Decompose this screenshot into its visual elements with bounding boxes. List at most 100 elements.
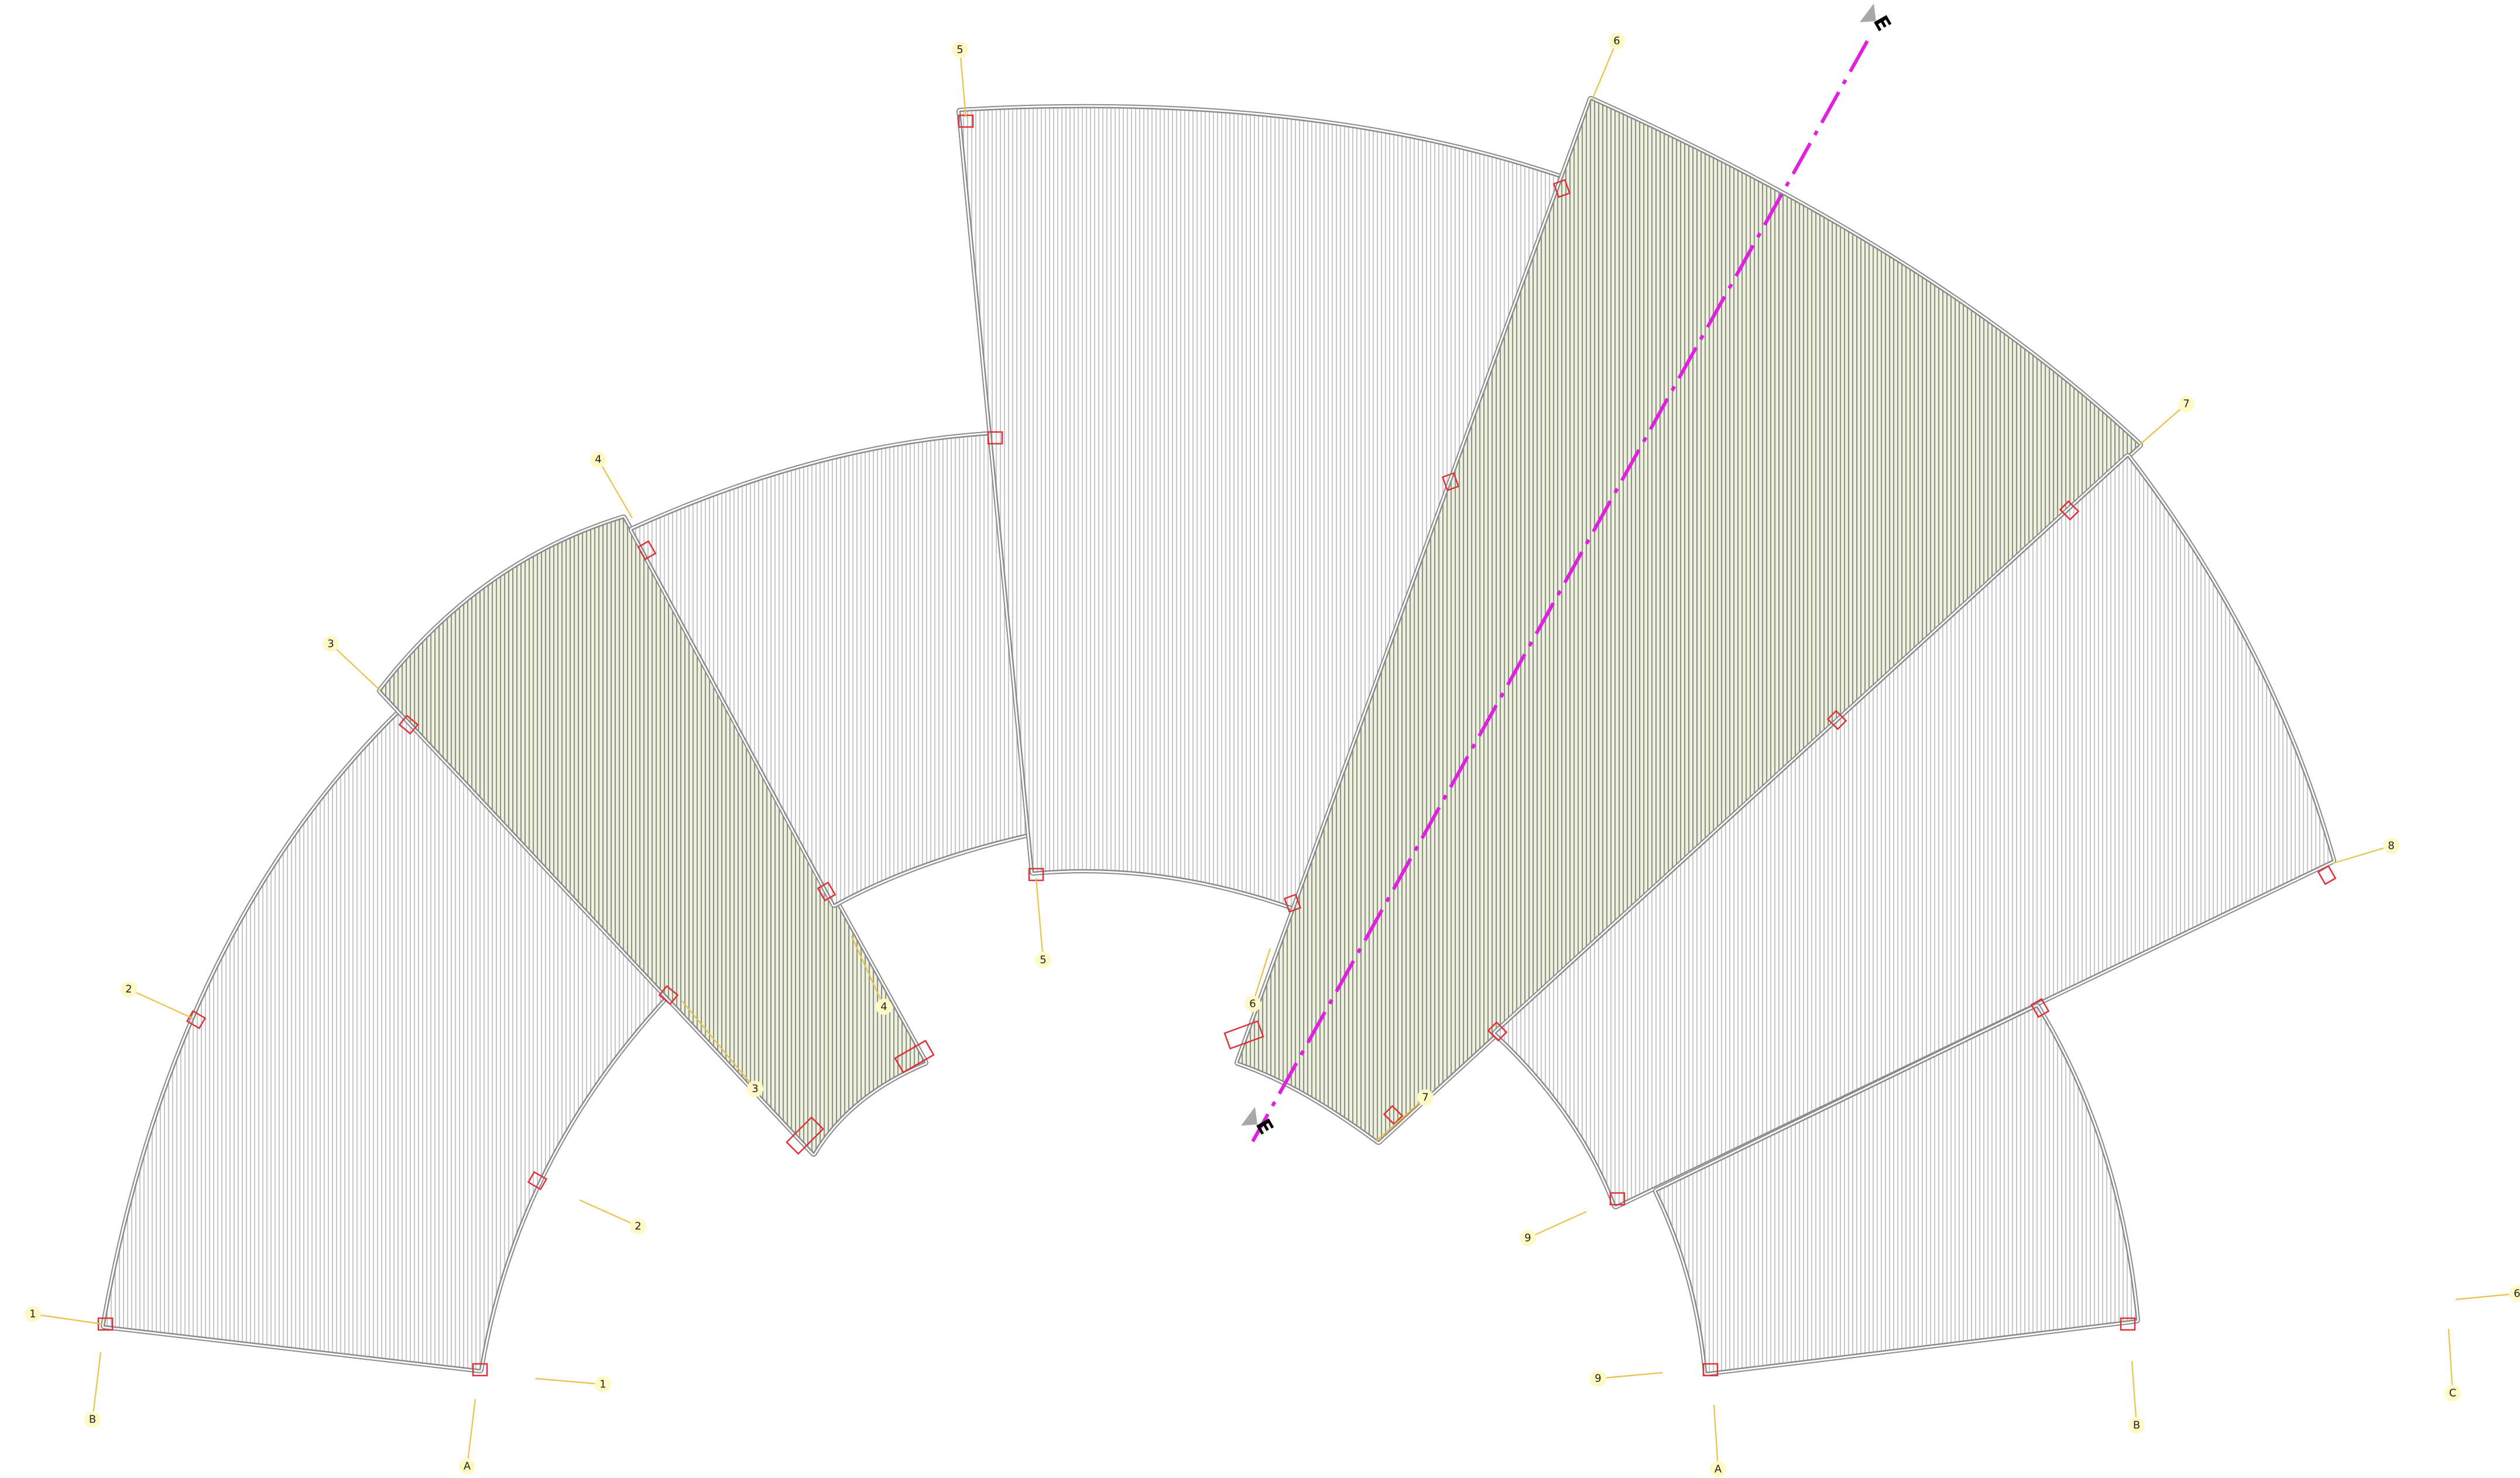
panel-1 [101, 699, 671, 1373]
bubble-label: A [1715, 1463, 1722, 1476]
grid-bubble: 8 [2332, 838, 2399, 865]
leader-line [598, 459, 633, 519]
panel-2 [377, 515, 928, 1157]
panel-7 [1653, 1003, 2140, 1376]
support-marker [1609, 1192, 1626, 1206]
section-arrow [1860, 4, 1876, 22]
leader-line [2455, 1292, 2518, 1301]
bubble-label: 4 [595, 454, 601, 466]
bubble-circle [1710, 1461, 1726, 1477]
bubble-label: C [2449, 1387, 2457, 1400]
grid-bubble: 1 [535, 1376, 611, 1393]
bubble-label: B [2133, 1419, 2140, 1432]
bubble-label: 1 [29, 1308, 36, 1321]
leader-line [466, 1398, 476, 1467]
leader-line [1591, 40, 1618, 100]
bubble-circle [1035, 952, 1051, 968]
bubble-label: 5 [1040, 954, 1046, 966]
support-marker [527, 1171, 548, 1191]
support-marker [1702, 1363, 1719, 1377]
leader-line [32, 1313, 103, 1325]
grid-bubble: 4 [851, 936, 892, 1015]
grid-bubble: 6 [1591, 33, 1625, 100]
bubble-label: 7 [1422, 1092, 1428, 1104]
bubble-circle [84, 1411, 101, 1428]
bubble-label: 5 [956, 44, 963, 56]
bubble-circle [1609, 33, 1625, 49]
support-marker [1383, 1105, 1404, 1126]
leader-line [1035, 877, 1044, 961]
bubble-label: 2 [635, 1220, 641, 1233]
support-marker [786, 1116, 824, 1155]
grid-bubble: 6 [2455, 1285, 2520, 1302]
support-marker [817, 881, 836, 902]
support-marker [2317, 865, 2337, 886]
leader-line [1597, 1371, 1663, 1380]
grid-bubble: 9 [1590, 1370, 1663, 1387]
grid-bubble: 4 [590, 451, 633, 519]
support-marker [1826, 709, 1847, 731]
support-marker [398, 714, 419, 735]
grid-bubble: 5 [952, 42, 968, 118]
bubble-circle [121, 981, 137, 997]
leader-line [2131, 1360, 2138, 1426]
grid-bubble: 1 [25, 1306, 103, 1325]
bubble-circle [323, 636, 339, 652]
panel-3 [629, 431, 1031, 908]
leader-line [2447, 1328, 2454, 1394]
grid-bubble: C [2444, 1328, 2461, 1401]
bubble-circle [747, 1081, 763, 1097]
support-marker [1552, 179, 1571, 198]
leader-line [2332, 845, 2392, 865]
bubble-label: 8 [2388, 840, 2394, 852]
section-mark: E [1860, 4, 1895, 35]
support-marker [1441, 472, 1460, 492]
bubble-circle [1520, 1230, 1536, 1246]
panel-4 [956, 104, 1584, 911]
grid-bubble: 6 [1244, 948, 1271, 1012]
bubble-circle [1417, 1089, 1434, 1106]
grid-bubble: B [84, 1352, 102, 1428]
leader-line [535, 1377, 604, 1386]
leader-line [128, 988, 194, 1020]
support-marker [1283, 893, 1302, 913]
bubble-circle [595, 1376, 611, 1393]
leader-line [1713, 1404, 1719, 1470]
leader-line [1375, 1097, 1426, 1142]
bubble-label: 2 [125, 983, 132, 996]
grid-bubble: 3 [323, 636, 381, 691]
support-marker [2059, 500, 2080, 521]
grid-bubble: 2 [121, 981, 194, 1020]
support-marker [987, 431, 1003, 445]
panel-6 [1492, 453, 2336, 1209]
support-marker [1487, 1021, 1508, 1042]
leader-line [91, 1352, 102, 1420]
bubble-label: 9 [1595, 1373, 1601, 1385]
section-arrow [1241, 1107, 1257, 1126]
bubble-label: A [464, 1460, 471, 1473]
bubble-circle [2128, 1417, 2145, 1434]
bubble-circle [2178, 396, 2195, 412]
leader-line [1527, 1210, 1587, 1239]
bubble-circle [1590, 1370, 1606, 1387]
section-line [1251, 40, 1869, 1143]
bubble-circle [590, 451, 606, 468]
grid-bubble: A [459, 1398, 476, 1474]
support-marker [658, 985, 679, 1006]
grid-bubble: A [1710, 1404, 1726, 1477]
bubble-label: 3 [327, 638, 334, 650]
support-marker [472, 1363, 488, 1377]
grid-bubble: 5 [1035, 877, 1051, 968]
section-mark: E [1241, 1107, 1278, 1138]
bubble-circle [459, 1458, 475, 1474]
roof-panels [101, 96, 2336, 1376]
leader-line [330, 643, 381, 691]
leader-line [681, 1000, 756, 1089]
bubble-label: 7 [2183, 398, 2189, 410]
bubble-label: 4 [880, 1001, 887, 1013]
bubble-circle [876, 999, 892, 1015]
bubble-label: 1 [599, 1378, 606, 1391]
bubble-circle [952, 42, 968, 58]
